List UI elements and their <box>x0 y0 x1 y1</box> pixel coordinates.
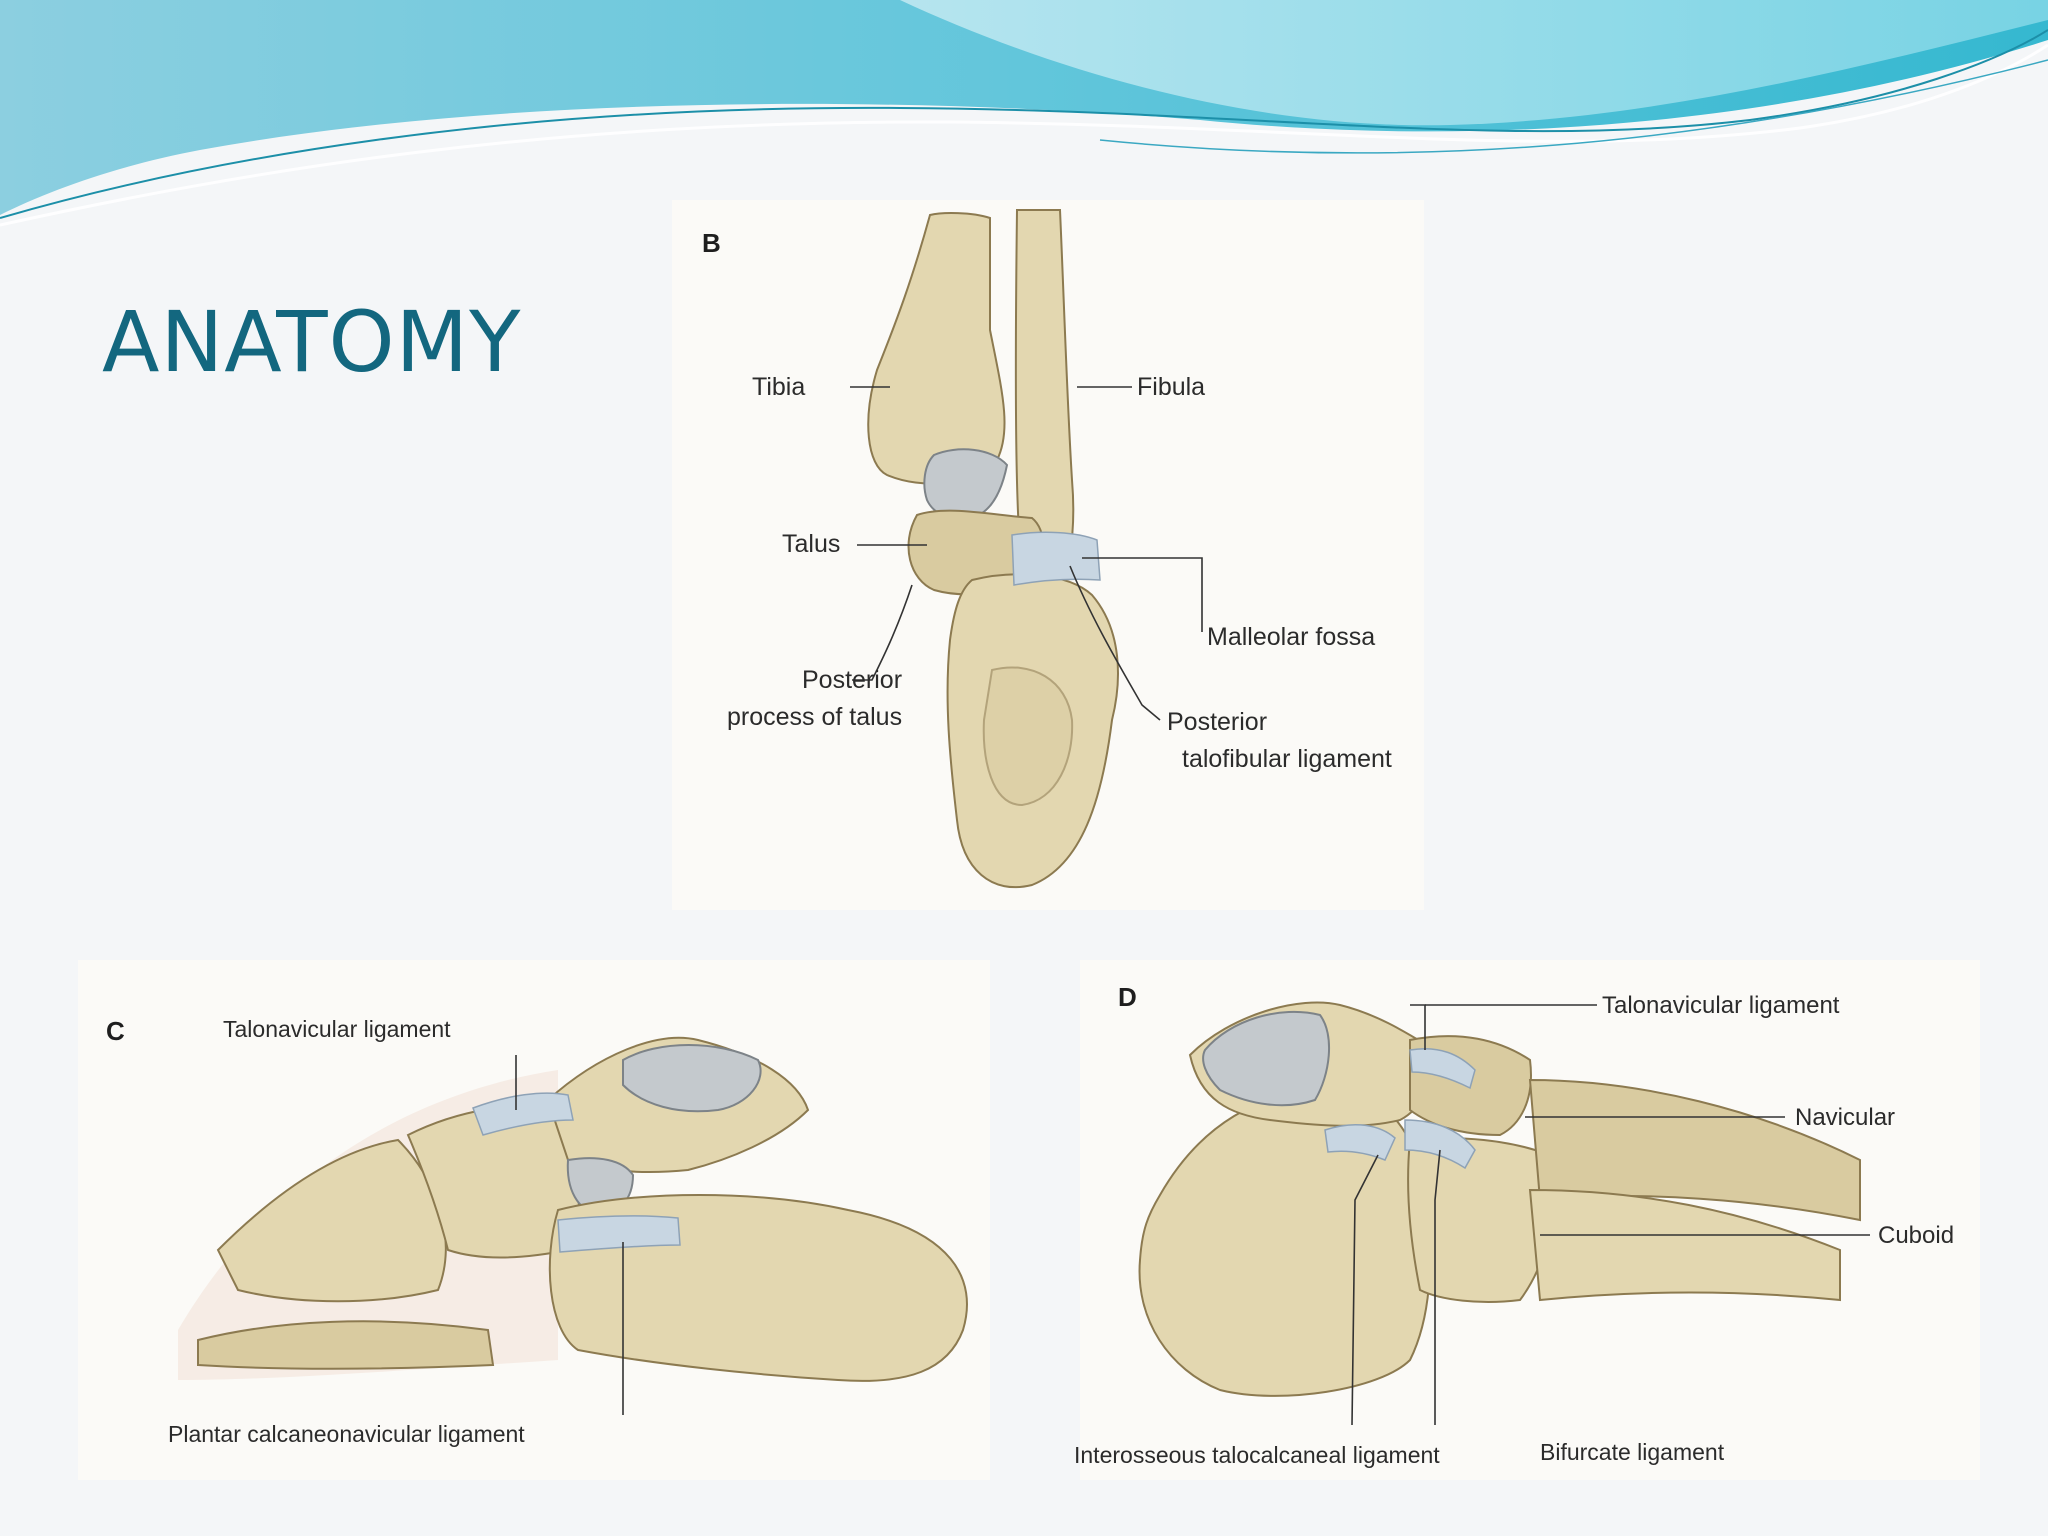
bifurcate-ligament <box>1404 1119 1476 1170</box>
label-talus: Talus <box>782 530 840 558</box>
panel-d-letter: D <box>1118 982 1137 1012</box>
talonavicular-ligament <box>1409 1048 1476 1090</box>
label-talonavicular-ligament: Talonavicular ligament <box>223 1016 451 1042</box>
label-posterior-talofibular-line2: talofibular ligament <box>1182 745 1392 773</box>
label-posterior-process-line2: process of talus <box>727 703 902 731</box>
panel-d-lateral-foot: D Talonavicular ligament Navicular Cuboi… <box>1074 960 1980 1480</box>
panel-b-illustration: B Tibia Fibula Talus Malleolar fossa Pos… <box>702 209 1392 889</box>
slide-title: ANATOMY <box>102 293 522 391</box>
panel-b-letter: B <box>702 228 721 258</box>
label-tibia: Tibia <box>752 373 805 401</box>
cuboid-bone <box>1407 1137 1555 1303</box>
label-interosseous-talocalcaneal-ligament: Interosseous talocalcaneal ligament <box>1074 1442 1440 1468</box>
panel-c-illustration: C Talonavicular ligament Plantar calcane… <box>106 1016 968 1447</box>
talus-articular-surface <box>923 448 1009 520</box>
posterior-talofibular-ligament <box>1011 531 1101 586</box>
label-posterior-talofibular-line1: Posterior <box>1167 708 1267 736</box>
cuneiform-bone <box>216 1138 447 1303</box>
panel-d-illustration: D Talonavicular ligament Navicular Cuboi… <box>1074 982 1954 1468</box>
tibia-bone <box>867 212 1006 485</box>
cuneiform-bone <box>1528 1188 1841 1302</box>
label-plantar-calcaneonavicular-ligament: Plantar calcaneonavicular ligament <box>168 1421 525 1447</box>
label-bifurcate-ligament: Bifurcate ligament <box>1540 1439 1725 1465</box>
plantar-calcaneonavicular-ligament <box>557 1215 681 1253</box>
label-talonavicular-ligament: Talonavicular ligament <box>1602 992 1840 1019</box>
talus-trochlea-cartilage <box>1202 1011 1331 1107</box>
label-posterior-process-line1: Posterior <box>802 666 902 694</box>
interosseous-talocalcaneal-ligament <box>1324 1123 1396 1161</box>
label-cuboid: Cuboid <box>1878 1222 1954 1249</box>
talonavicular-ligament <box>472 1092 574 1136</box>
label-malleolar-fossa: Malleolar fossa <box>1207 623 1375 651</box>
panel-c-letter: C <box>106 1016 125 1046</box>
talus-trochlea-cartilage <box>622 1044 762 1113</box>
header-wave-decoration <box>0 0 2048 227</box>
label-fibula: Fibula <box>1137 373 1205 401</box>
panel-c-medial-foot: C Talonavicular ligament Plantar calcane… <box>78 960 990 1480</box>
metatarsal-bone <box>197 1320 495 1370</box>
calcaneus-facet <box>982 666 1074 807</box>
label-navicular: Navicular <box>1795 1104 1895 1131</box>
panel-b-posterior-ankle: B Tibia Fibula Talus Malleolar fossa Pos… <box>672 200 1424 910</box>
